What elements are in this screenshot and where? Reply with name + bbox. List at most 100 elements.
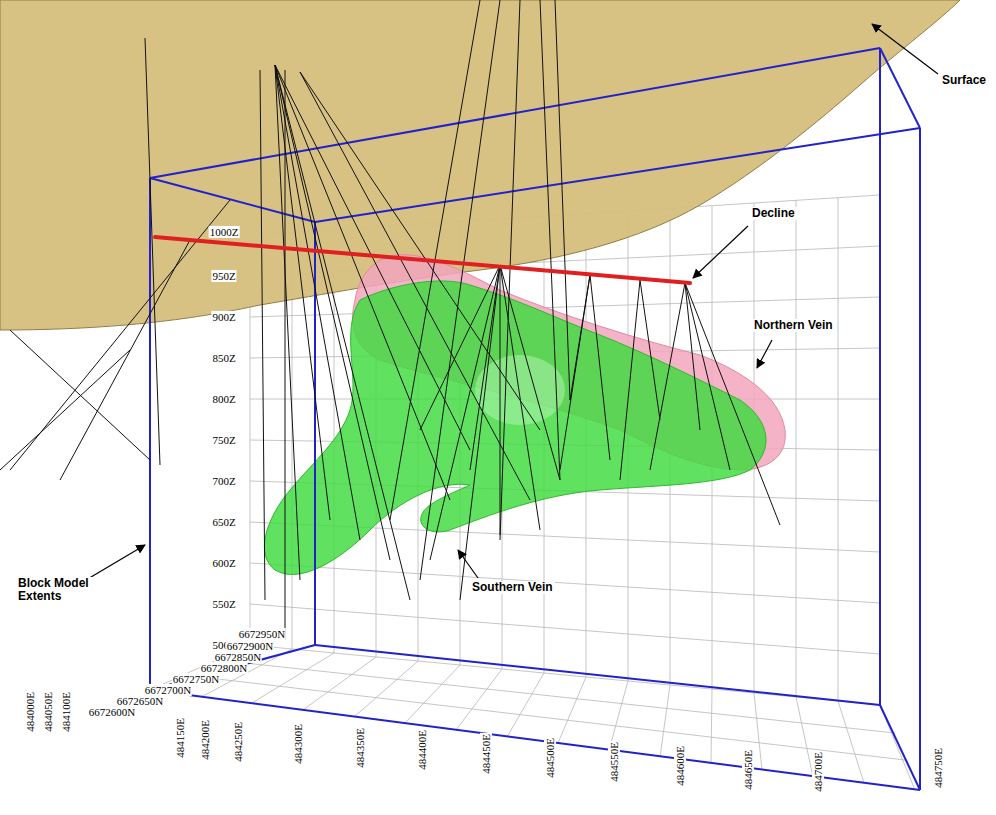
drill-holes-part: [460, 265, 500, 600]
callout-label: Surface: [940, 74, 988, 87]
plan-grid-part: [456, 669, 502, 730]
easting-label: 484500E: [544, 737, 556, 779]
easting-label: 484000E: [24, 691, 36, 733]
easting-label: 484550E: [608, 741, 620, 783]
elevation-label: 600Z: [211, 557, 236, 569]
drill-holes-part: [500, 265, 501, 535]
block-model-box-part: [880, 705, 920, 790]
block-model-box: [150, 48, 920, 790]
drill-holes-part: [540, 0, 560, 480]
plan-grid-part: [796, 697, 813, 777]
section-grid-part: [250, 563, 880, 603]
callout-label: Northern Vein: [752, 319, 835, 332]
drill-holes-part: [500, 265, 560, 480]
leader-arrows-part: [757, 340, 772, 368]
easting-label: 484750E: [932, 747, 944, 789]
easting-label: 484250E: [232, 721, 244, 763]
drill-holes-part: [620, 280, 640, 480]
drill-holes-part: [685, 283, 700, 430]
callout-label: Decline: [750, 207, 797, 220]
decline-drive: [155, 237, 690, 283]
drill-holes-part: [260, 70, 265, 600]
drill-holes-part: [590, 275, 610, 460]
plan-grid-part: [754, 693, 762, 770]
elevation-label: 950Z: [211, 270, 236, 282]
plan-grid-part: [507, 673, 544, 737]
block-model-box-part: [150, 48, 880, 178]
block-model-box-part: [919, 128, 921, 790]
block-model-box-part: [880, 48, 920, 128]
block-model-box-part: [879, 48, 881, 705]
plan-grid-part: [303, 657, 376, 710]
elevation-label: 550Z: [211, 598, 236, 610]
drill-holes-part: [10, 330, 150, 460]
easting-label: 484150E: [174, 717, 186, 759]
section-grid-part: [250, 604, 880, 654]
leader-arrows: [86, 24, 938, 580]
northing-label: 6672600N: [88, 706, 136, 718]
northing-label: 6672950N: [238, 628, 286, 640]
drill-holes-part: [430, 265, 500, 560]
plan-grid-part: [405, 665, 460, 723]
leader-arrows-part: [86, 545, 145, 580]
leader-arrows-part: [693, 226, 748, 278]
elevation-label: 750Z: [211, 434, 236, 446]
section-grid-part: [796, 200, 797, 697]
drill-holes-part: [640, 280, 660, 420]
block-model-box-part: [150, 178, 315, 222]
drill-holes: [0, 0, 780, 640]
section-grid-part: [250, 645, 880, 705]
drill-holes-part: [275, 65, 450, 500]
drill-holes-part: [685, 283, 730, 470]
drill-holes-part: [650, 283, 685, 470]
block-model-box-part: [315, 645, 880, 705]
plan-grid-part: [609, 681, 628, 750]
easting-label: 484050E: [42, 691, 54, 733]
easting-label: 484700E: [812, 751, 824, 793]
leader-arrows-part: [872, 24, 938, 74]
drill-holes-part: [0, 350, 130, 470]
block-model-box-part: [150, 690, 920, 790]
easting-label: 484300E: [292, 723, 304, 765]
drill-holes-part: [145, 38, 160, 465]
easting-label: 484650E: [742, 749, 754, 791]
block-model-box-part: [149, 178, 151, 690]
drill-holes-part: [470, 265, 500, 470]
elevation-label: 1000Z: [209, 226, 240, 238]
plan-grid-part: [558, 677, 586, 743]
easting-label: 484350E: [354, 727, 366, 769]
drill-holes-part: [60, 240, 190, 480]
easting-label: 484450E: [480, 733, 492, 775]
drill-holes-part: [420, 0, 500, 580]
drill-holes-part: [275, 65, 390, 560]
section-grid-part: [250, 297, 880, 317]
easting-label: 484400E: [416, 729, 428, 771]
plan-grid-part: [660, 685, 670, 757]
plan-grid-part: [838, 701, 864, 783]
plan-grid-part: [711, 689, 712, 763]
drill-holes-part: [285, 70, 286, 640]
block-model-box-part: [315, 128, 920, 222]
callout-label: Block Model Extents: [16, 577, 104, 603]
section-grid-part: [838, 198, 839, 701]
easting-label: 484600E: [674, 745, 686, 787]
elevation-label: 800Z: [211, 393, 236, 405]
elevation-label: 650Z: [211, 516, 236, 528]
elevation-label: 700Z: [211, 475, 236, 487]
callout-label: Southern Vein: [470, 581, 555, 594]
plan-grid-part: [354, 661, 418, 717]
drill-holes-part: [275, 65, 300, 580]
easting-label: 484100E: [60, 691, 72, 733]
drill-holes-part: [555, 0, 570, 400]
drill-holes-part: [570, 275, 590, 400]
elevation-label: 900Z: [211, 311, 236, 323]
drill-holes-part: [275, 65, 360, 540]
elevation-label: 850Z: [211, 352, 236, 364]
plan-grid-part: [252, 653, 334, 703]
drill-holes-part: [500, 265, 540, 530]
plan-grid: [150, 645, 915, 790]
leader-arrows-part: [458, 550, 478, 578]
drill-holes-part: [560, 275, 590, 470]
